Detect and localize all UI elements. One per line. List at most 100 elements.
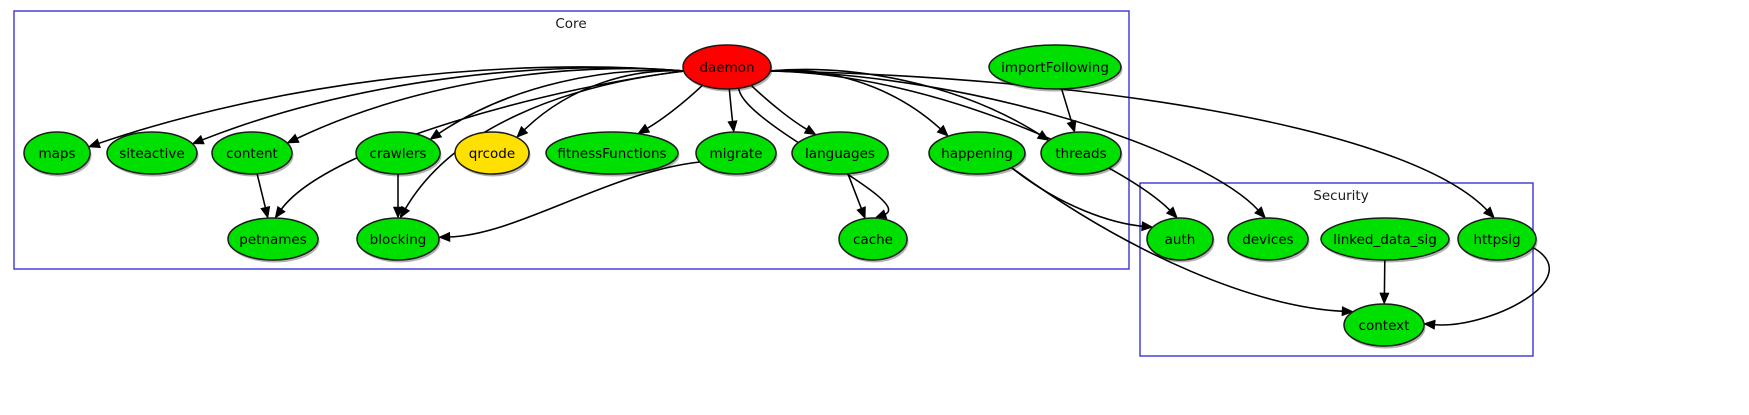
edge-line <box>750 84 809 131</box>
edge-line <box>768 70 1489 212</box>
node-ellipse-petnames[interactable] <box>227 217 319 261</box>
edges-layer <box>87 66 1550 330</box>
arrow-head-icon <box>260 206 271 219</box>
arrow-head-icon <box>856 206 866 220</box>
node-ellipse-qrcode[interactable] <box>454 131 530 175</box>
edge-daemon-to-migrate <box>727 88 738 133</box>
node-label-qrcode: qrcode <box>469 146 515 162</box>
graph-node-qrcode[interactable]: qrcode <box>454 131 531 177</box>
cluster-border-security <box>1139 182 1534 357</box>
edge-daemon-to-blocking <box>399 70 686 219</box>
graph-node-maps[interactable]: maps <box>23 131 92 177</box>
node-ellipse-httpsig[interactable] <box>1457 217 1537 261</box>
edge-line <box>645 84 704 130</box>
node-ellipse-linked_data_sig[interactable] <box>1320 217 1450 261</box>
node-ellipse-context[interactable] <box>1343 303 1425 347</box>
arrow-head-icon <box>1341 306 1354 317</box>
edge-httpsig-to-context <box>1423 246 1550 330</box>
node-ellipse-devices[interactable] <box>1227 217 1309 261</box>
graph-node-siteactive[interactable]: siteactive <box>106 131 199 177</box>
graph-node-linked_data_sig[interactable]: linked_data_sig <box>1320 217 1451 263</box>
graph-node-importFollowing[interactable]: importFollowing <box>988 44 1123 92</box>
node-ellipse-daemon[interactable] <box>682 44 772 90</box>
graph-node-context[interactable]: context <box>1343 303 1426 349</box>
node-ellipse-threads[interactable] <box>1040 131 1122 175</box>
node-label-maps: maps <box>38 146 75 162</box>
node-label-languages: languages <box>805 146 875 162</box>
graph-node-petnames[interactable]: petnames <box>227 217 320 263</box>
edge-line <box>1011 166 1344 313</box>
arrow-head-icon <box>399 205 411 219</box>
node-ellipse-importFollowing[interactable] <box>988 44 1122 90</box>
arrow-head-icon <box>392 206 404 219</box>
graph-node-content[interactable]: content <box>211 131 294 177</box>
arrow-head-icon <box>936 124 949 137</box>
node-ellipse-happening[interactable] <box>928 131 1026 175</box>
arrow-head-icon <box>274 205 286 219</box>
graph-node-auth[interactable]: auth <box>1146 217 1215 263</box>
edge-daemon-to-languages <box>750 84 817 136</box>
arrow-head-icon <box>191 134 205 145</box>
node-label-importFollowing: importFollowing <box>1001 60 1109 76</box>
graph-node-languages[interactable]: languages <box>791 131 890 177</box>
arrow-head-icon <box>1165 206 1178 219</box>
graph-node-daemon[interactable]: daemon <box>682 44 773 92</box>
graph-node-blocking[interactable]: blocking <box>356 217 441 263</box>
edge-content-to-petnames <box>256 173 271 219</box>
edge-languages-to-cache <box>847 173 866 220</box>
edge-daemon-to-devices <box>768 70 1266 219</box>
arrow-head-icon <box>1141 221 1154 232</box>
graph-node-devices[interactable]: devices <box>1227 217 1310 263</box>
node-label-crawlers: crawlers <box>370 146 427 162</box>
node-label-migrate: migrate <box>710 146 763 162</box>
cluster-label-core: Core <box>555 16 586 32</box>
node-ellipse-auth[interactable] <box>1146 217 1214 261</box>
graph-node-cache[interactable]: cache <box>838 217 909 263</box>
node-label-fitnessFunctions: fitnessFunctions <box>557 146 666 162</box>
node-label-linked_data_sig: linked_data_sig <box>1333 232 1437 248</box>
nodes-layer: daemon importFollowing maps siteactive conte… <box>23 44 1538 349</box>
node-ellipse-content[interactable] <box>211 131 293 175</box>
node-ellipse-cache[interactable] <box>838 217 908 261</box>
cluster-label-security: Security <box>1313 188 1368 204</box>
graph-node-httpsig[interactable]: httpsig <box>1457 217 1538 263</box>
edge-daemon-to-auth <box>768 70 1178 219</box>
node-label-devices: devices <box>1242 232 1293 248</box>
edge-line <box>437 69 686 135</box>
node-ellipse-fitnessFunctions[interactable] <box>545 131 679 175</box>
graph-node-happening[interactable]: happening <box>928 131 1027 177</box>
node-ellipse-languages[interactable] <box>791 131 889 175</box>
node-label-cache: cache <box>853 232 893 248</box>
arrow-head-icon <box>727 120 738 133</box>
edge-line <box>404 70 686 211</box>
node-ellipse-blocking[interactable] <box>356 217 440 261</box>
graph-node-migrate[interactable]: migrate <box>695 131 778 177</box>
node-ellipse-maps[interactable] <box>23 131 91 175</box>
edge-happening-to-auth <box>1011 166 1154 232</box>
edge-daemon-to-content <box>286 67 686 144</box>
graph-node-crawlers[interactable]: crawlers <box>355 131 442 177</box>
edge-line <box>256 173 267 210</box>
node-label-auth: auth <box>1165 232 1196 248</box>
node-label-blocking: blocking <box>370 232 427 248</box>
graph-node-threads[interactable]: threads <box>1040 131 1123 177</box>
node-label-siteactive: siteactive <box>119 146 184 162</box>
edge-daemon-to-crawlers <box>429 69 686 140</box>
edge-importFollowing-to-threads <box>1060 88 1077 134</box>
edge-linked_data_sig-to-context <box>1379 259 1390 305</box>
arrow-head-icon <box>429 128 443 140</box>
edge-crawlers-to-blocking <box>392 174 404 219</box>
edge-daemon-to-fitnessFunctions <box>637 84 704 135</box>
graph-node-fitnessFunctions[interactable]: fitnessFunctions <box>545 131 680 177</box>
arrow-head-icon <box>1066 119 1077 134</box>
edge-line <box>768 70 1260 212</box>
node-ellipse-migrate[interactable] <box>695 131 777 175</box>
node-ellipse-siteactive[interactable] <box>106 131 198 175</box>
node-label-context: context <box>1359 318 1410 334</box>
edge-line <box>847 173 863 210</box>
arrow-head-icon <box>1482 206 1495 219</box>
node-label-content: content <box>226 146 278 162</box>
node-ellipse-crawlers[interactable] <box>355 131 441 175</box>
